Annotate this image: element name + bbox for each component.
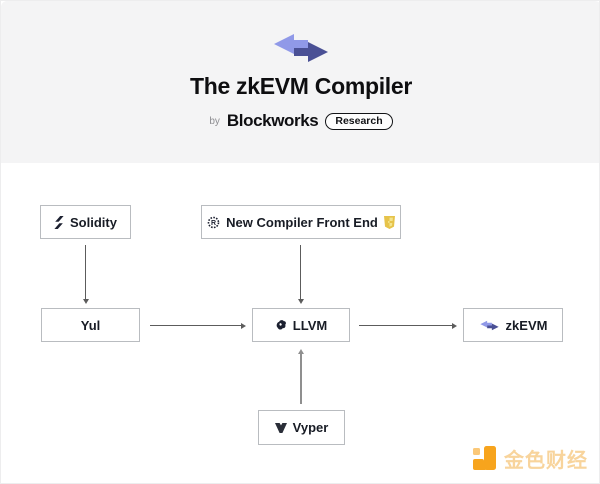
byline: by Blockworks Research — [209, 111, 393, 131]
swap-arrows-logo-icon — [274, 34, 328, 62]
node-label: Vyper — [292, 420, 329, 435]
node-label: zkEVM — [505, 317, 548, 333]
node-solidity: Solidity — [40, 205, 131, 239]
node-label: Yul — [80, 317, 101, 333]
edge-llvm-to-zkevm — [359, 325, 455, 326]
swap-arrows-icon — [479, 320, 500, 331]
node-zkevm: zkEVM — [463, 308, 563, 342]
rust-gear-icon: R — [207, 216, 220, 229]
edge-frontend-to-llvm — [300, 245, 301, 302]
page-title: The zkEVM Compiler — [189, 73, 413, 99]
edge-yul-to-llvm — [150, 325, 244, 326]
node-yul: Yul — [41, 308, 140, 342]
blockworks-logo: Blockworks — [226, 111, 319, 130]
node-label: LLVM — [292, 317, 328, 333]
edge-vyper-to-llvm — [300, 351, 302, 404]
node-label: New Compiler Front End — [226, 214, 378, 230]
byline-prefix: by — [209, 115, 220, 127]
node-new-compiler-front-end: R New Compiler Front End — [201, 205, 401, 239]
vyper-v-icon — [274, 422, 287, 433]
jinse-logo-icon — [473, 445, 499, 472]
watermark-text: 金色财经 — [504, 450, 588, 472]
solidity-icon — [54, 215, 64, 229]
node-label: Solidity — [70, 214, 117, 230]
node-vyper: Vyper — [258, 410, 345, 445]
research-badge: Research — [325, 112, 393, 130]
node-llvm: LLVM — [252, 308, 350, 342]
edge-solidity-to-yul — [85, 245, 86, 302]
jinse-finance-watermark: 金色财经 — [473, 444, 588, 473]
header: The zkEVM Compiler by Blockworks Researc… — [1, 1, 599, 163]
svg-text:R: R — [211, 220, 216, 227]
yellow-shield-icon — [383, 215, 395, 229]
llvm-dragon-icon — [275, 319, 287, 331]
